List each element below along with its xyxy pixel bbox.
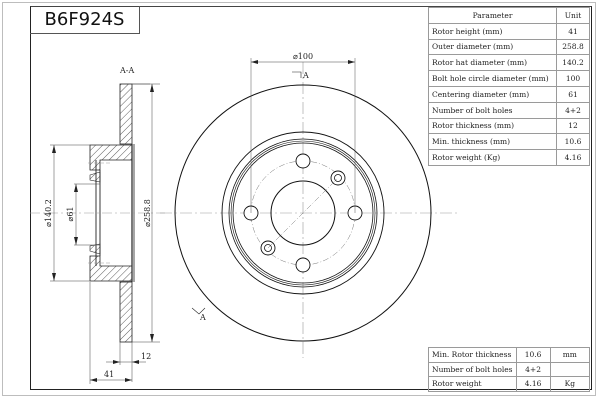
row-label: Number of bolt holes xyxy=(428,101,557,119)
bolt-hole xyxy=(295,257,311,273)
row-label: Rotor thickness (mm) xyxy=(428,117,557,135)
hat-diameter-dimension: ⌀140.2 xyxy=(44,199,53,227)
row-label: Min. thickness (mm) xyxy=(428,133,557,151)
row-value: 10.6 xyxy=(515,347,551,363)
outer-diameter-dimension: ⌀258.8 xyxy=(143,199,152,227)
row-unit: Kg xyxy=(549,376,591,392)
row-value: 100 xyxy=(556,70,590,87)
bolt-hole xyxy=(295,153,311,169)
row-value: 41 xyxy=(556,22,590,40)
spec-table: Parameter Unit Rotor height (mm)41 Outer… xyxy=(428,7,590,166)
friction-ring-bottom xyxy=(119,281,133,343)
row-value: 258.8 xyxy=(556,38,590,56)
thickness-dimension: 12 xyxy=(141,352,151,361)
section-marker-top: A xyxy=(302,71,309,80)
part-number-title: B6F924S xyxy=(30,6,140,34)
row-value: 61 xyxy=(556,85,590,103)
table-row: Bolt hole circle diameter (mm)100 xyxy=(428,70,590,87)
row-label: Rotor height (mm) xyxy=(428,22,557,40)
row-label: Min. Rotor thickness xyxy=(428,347,517,363)
outer-frame xyxy=(2,2,596,396)
table-row: Min. thickness (mm)10.6 xyxy=(428,133,590,151)
row-value: 4.16 xyxy=(515,376,551,392)
friction-ring-top xyxy=(119,83,133,145)
row-label: Number of bolt holes xyxy=(428,361,517,377)
bolt-circle-dimension: ⌀100 xyxy=(293,52,313,61)
row-value: 4+2 xyxy=(556,101,590,119)
drawing-frame xyxy=(30,6,592,390)
row-label: Rotor hat diameter (mm) xyxy=(428,54,557,72)
section-label: A-A xyxy=(119,66,134,75)
row-label: Rotor weight (Kg) xyxy=(428,149,557,166)
locating-hole xyxy=(330,170,346,186)
unit-header: Unit xyxy=(556,7,590,24)
table-row: Centering diameter (mm)61 xyxy=(428,85,590,103)
row-label: Centering diameter (mm) xyxy=(428,85,557,103)
row-label: Rotor weight xyxy=(428,376,517,392)
front-view: ⌀100 A A xyxy=(160,52,460,358)
table-row: Min. Rotor thickness 10.6 mm xyxy=(428,347,591,363)
row-unit xyxy=(549,361,591,377)
table-row: Rotor thickness (mm)12 xyxy=(428,117,590,135)
spec-table-header: Parameter Unit xyxy=(428,7,590,24)
row-value: 4+2 xyxy=(515,361,551,377)
parameter-header: Parameter xyxy=(428,7,557,24)
table-row: Number of bolt holes 4+2 xyxy=(428,361,591,377)
table-row: Rotor height (mm)41 xyxy=(428,22,590,40)
section-marker-bottom: A xyxy=(199,313,206,322)
table-row: Outer diameter (mm)258.8 xyxy=(428,38,590,56)
row-label: Bolt hole circle diameter (mm) xyxy=(428,70,557,87)
section-view: A-A ⌀258.8 ⌀140.2 xyxy=(30,66,165,384)
row-value: 12 xyxy=(556,117,590,135)
row-value: 10.6 xyxy=(556,133,590,151)
row-label: Outer diameter (mm) xyxy=(428,38,557,56)
row-value: 140.2 xyxy=(556,54,590,72)
table-row: Rotor weight 4.16 Kg xyxy=(428,376,591,392)
height-dimension: 41 xyxy=(104,370,114,379)
center-bore-dimension: ⌀61 xyxy=(66,207,75,222)
row-unit: mm xyxy=(549,347,591,363)
summary-table: Min. Rotor thickness 10.6 mm Number of b… xyxy=(428,347,591,392)
row-value: 4.16 xyxy=(556,149,590,166)
table-row: Rotor hat diameter (mm)140.2 xyxy=(428,54,590,72)
table-row: Rotor weight (Kg)4.16 xyxy=(428,149,590,166)
